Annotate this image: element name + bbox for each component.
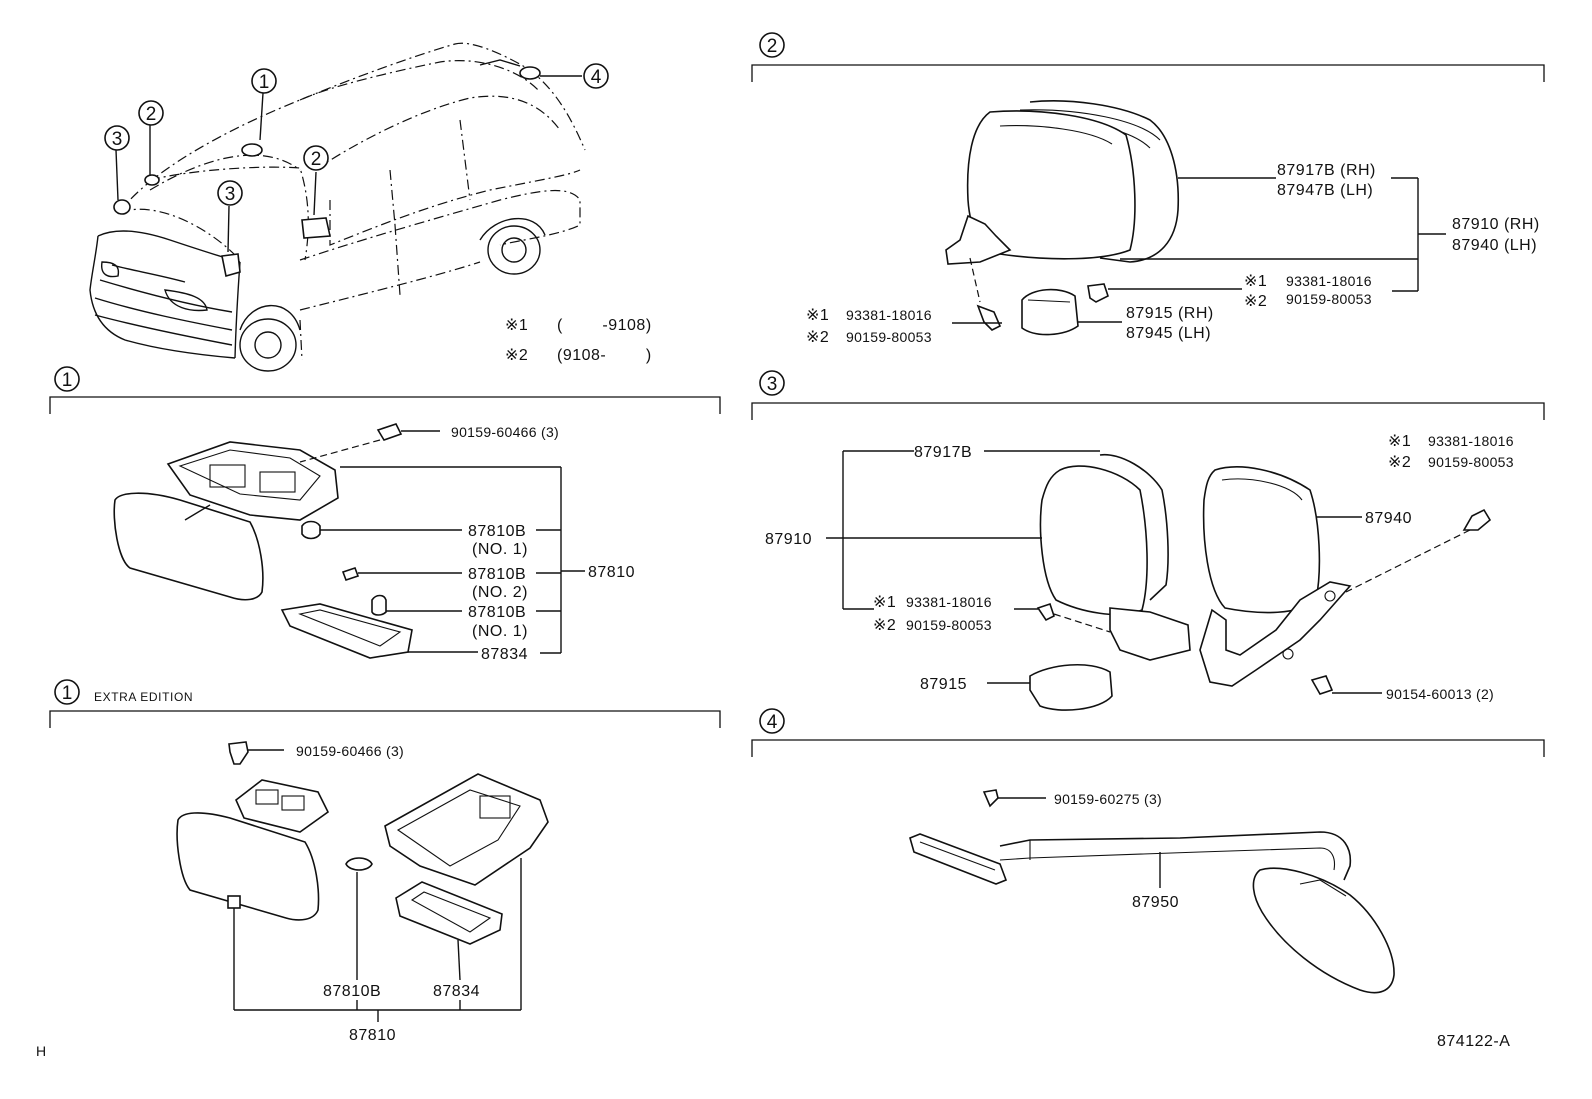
section2-index: 2 <box>767 36 778 57</box>
s3-screw-l-n2: 90159-80053 <box>906 617 992 633</box>
callout-3b: 3 <box>225 184 236 205</box>
s3-bolt-label: 90154-60013 (2) <box>1386 686 1494 702</box>
s2-screw-r-n1-mark: ※1 <box>1244 273 1267 290</box>
s1x-lens-label: 87834 <box>433 983 480 1000</box>
vehicle-overview <box>89 42 586 372</box>
s1-lens-label: 87834 <box>481 646 528 663</box>
section1-index: 1 <box>62 370 73 391</box>
s2-cover-rh-label: 87915 (RH) <box>1126 305 1214 322</box>
s3-screw-r-n2: 90159-80053 <box>1428 454 1514 470</box>
note2-range: (9108- ) <box>557 347 652 364</box>
s3-screw-r-n1-mark: ※1 <box>1388 433 1411 450</box>
s2-assy-lh-label: 87940 (LH) <box>1452 237 1537 254</box>
diagram-code: 874122-A <box>1437 1033 1510 1050</box>
note1-mark: ※1 <box>505 317 528 334</box>
note2-mark: ※2 <box>505 347 528 364</box>
footer: H 874122-A <box>36 1033 1510 1059</box>
s1x-assy-label: 87810 <box>349 1027 396 1044</box>
section-3: 3 87917B 87910 87940 ※1 933 <box>751 370 1545 711</box>
notes-legend: ※1 ( -9108) ※2 (9108- ) <box>505 317 652 364</box>
section-1-extra: 1 EXTRA EDITION 90159-60466 (3) 87810B <box>49 679 721 1044</box>
section-1: 1 90159-60466 (3) 87810B <box>49 366 721 663</box>
s3-assy-left-label: 87910 <box>765 531 812 548</box>
s2-screw-l-n2-mark: ※2 <box>806 329 829 346</box>
s3-screw-r-n2-mark: ※2 <box>1388 454 1411 471</box>
section3-index: 3 <box>767 374 778 395</box>
s1-bulb-b-label: 87810B <box>468 566 526 583</box>
note1-range: ( -9108) <box>557 317 652 334</box>
s2-screw-r-n2-mark: ※2 <box>1244 293 1267 310</box>
section1x-index: 1 <box>62 683 73 704</box>
s2-mirror-rh-label: 87917B (RH) <box>1277 162 1376 179</box>
s3-screw-l-n1: 93381-18016 <box>906 594 992 610</box>
s3-screw-l-n2-mark: ※2 <box>873 617 896 634</box>
s1x-screw-label: 90159-60466 (3) <box>296 743 404 759</box>
s2-screw-l-n2: 90159-80053 <box>846 329 932 345</box>
s1-bulb-c-no: (NO. 1) <box>472 623 528 640</box>
section-2: 2 87917B (RH) 87947B (LH) 87910 (RH) 879… <box>751 32 1545 346</box>
section1x-title: EXTRA EDITION <box>94 690 193 704</box>
callout-3: 3 <box>112 129 123 150</box>
s1x-bulb-label: 87810B <box>323 983 381 1000</box>
vehicle-callout-lines <box>115 75 582 253</box>
s1-bulb-c-label: 87810B <box>468 604 526 621</box>
callout-2b: 2 <box>311 149 322 170</box>
s2-screw-r-n1: 93381-18016 <box>1286 273 1372 289</box>
s2-screw-l-n1-mark: ※1 <box>806 307 829 324</box>
section4-index: 4 <box>767 712 778 733</box>
footer-left-mark: H <box>36 1043 46 1059</box>
s1-screw-label: 90159-60466 (3) <box>451 424 559 440</box>
s2-screw-l-n1: 93381-18016 <box>846 307 932 323</box>
s2-cover-lh-label: 87945 (LH) <box>1126 325 1211 342</box>
s4-screw-label: 90159-60275 (3) <box>1054 791 1162 807</box>
s3-screw-r-n1: 93381-18016 <box>1428 433 1514 449</box>
s3-mirror-label: 87917B <box>914 444 972 461</box>
callout-2: 2 <box>146 104 157 125</box>
vehicle-callouts: 1 2 3 2 3 4 <box>104 63 609 206</box>
s4-mirror-label: 87950 <box>1132 894 1179 911</box>
s1-bulb-a-label: 87810B <box>468 523 526 540</box>
s2-mirror-lh-label: 87947B (LH) <box>1277 182 1373 199</box>
s3-screw-l-n1-mark: ※1 <box>873 594 896 611</box>
s1-bulb-b-no: (NO. 2) <box>472 584 528 601</box>
s2-screw-r-n2: 90159-80053 <box>1286 291 1372 307</box>
section-4: 4 90159-60275 (3) 87950 <box>751 708 1545 994</box>
callout-1: 1 <box>259 72 270 93</box>
s1-assy-label: 87810 <box>588 564 635 581</box>
s3-cover-label: 87915 <box>920 676 967 693</box>
callout-4: 4 <box>591 67 602 88</box>
s2-assy-rh-label: 87910 (RH) <box>1452 216 1540 233</box>
s3-assy-right-label: 87940 <box>1365 510 1412 527</box>
s1-bulb-a-no: (NO. 1) <box>472 541 528 558</box>
